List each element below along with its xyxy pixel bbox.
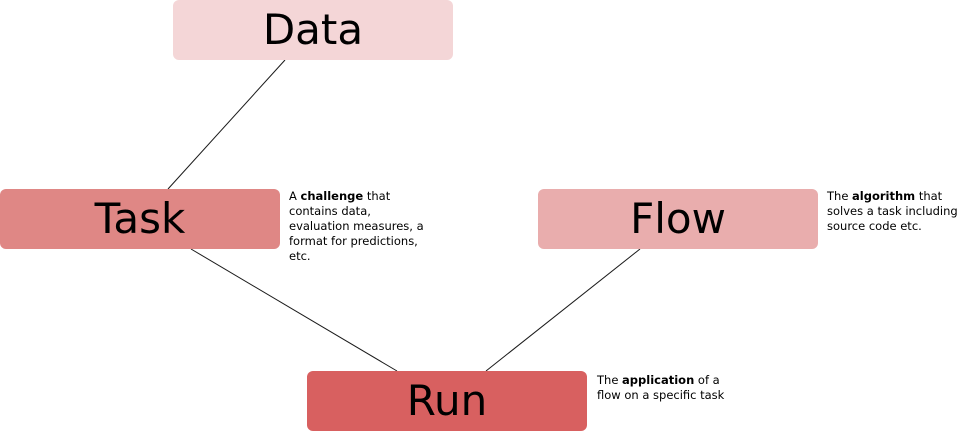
flow-description-post: that solves a task including source code… bbox=[827, 189, 958, 233]
edge-flow-run bbox=[485, 248, 641, 372]
flow-node: Flow bbox=[538, 189, 818, 249]
task-description-post: that contains data, evaluation measures,… bbox=[289, 189, 424, 263]
task-description-keyword: challenge bbox=[300, 189, 364, 203]
data-node: Data bbox=[173, 0, 453, 60]
flow-description: The algorithm that solves a task includi… bbox=[827, 189, 958, 234]
task-description-pre: A bbox=[289, 189, 301, 203]
run-description-post: of a flow on a specific task bbox=[597, 373, 725, 402]
edge-task-run bbox=[190, 248, 398, 372]
run-description-pre: The bbox=[597, 373, 623, 387]
flow-description-pre: The bbox=[827, 189, 853, 203]
run-description-keyword: application bbox=[622, 373, 695, 387]
edge-data-task bbox=[167, 59, 286, 190]
run-description: The application of a flow on a specific … bbox=[597, 373, 737, 403]
task-node: Task bbox=[0, 189, 280, 249]
run-node: Run bbox=[307, 371, 587, 431]
flow-description-keyword: algorithm bbox=[852, 189, 916, 203]
task-description: A challenge that contains data, evaluati… bbox=[289, 189, 424, 264]
